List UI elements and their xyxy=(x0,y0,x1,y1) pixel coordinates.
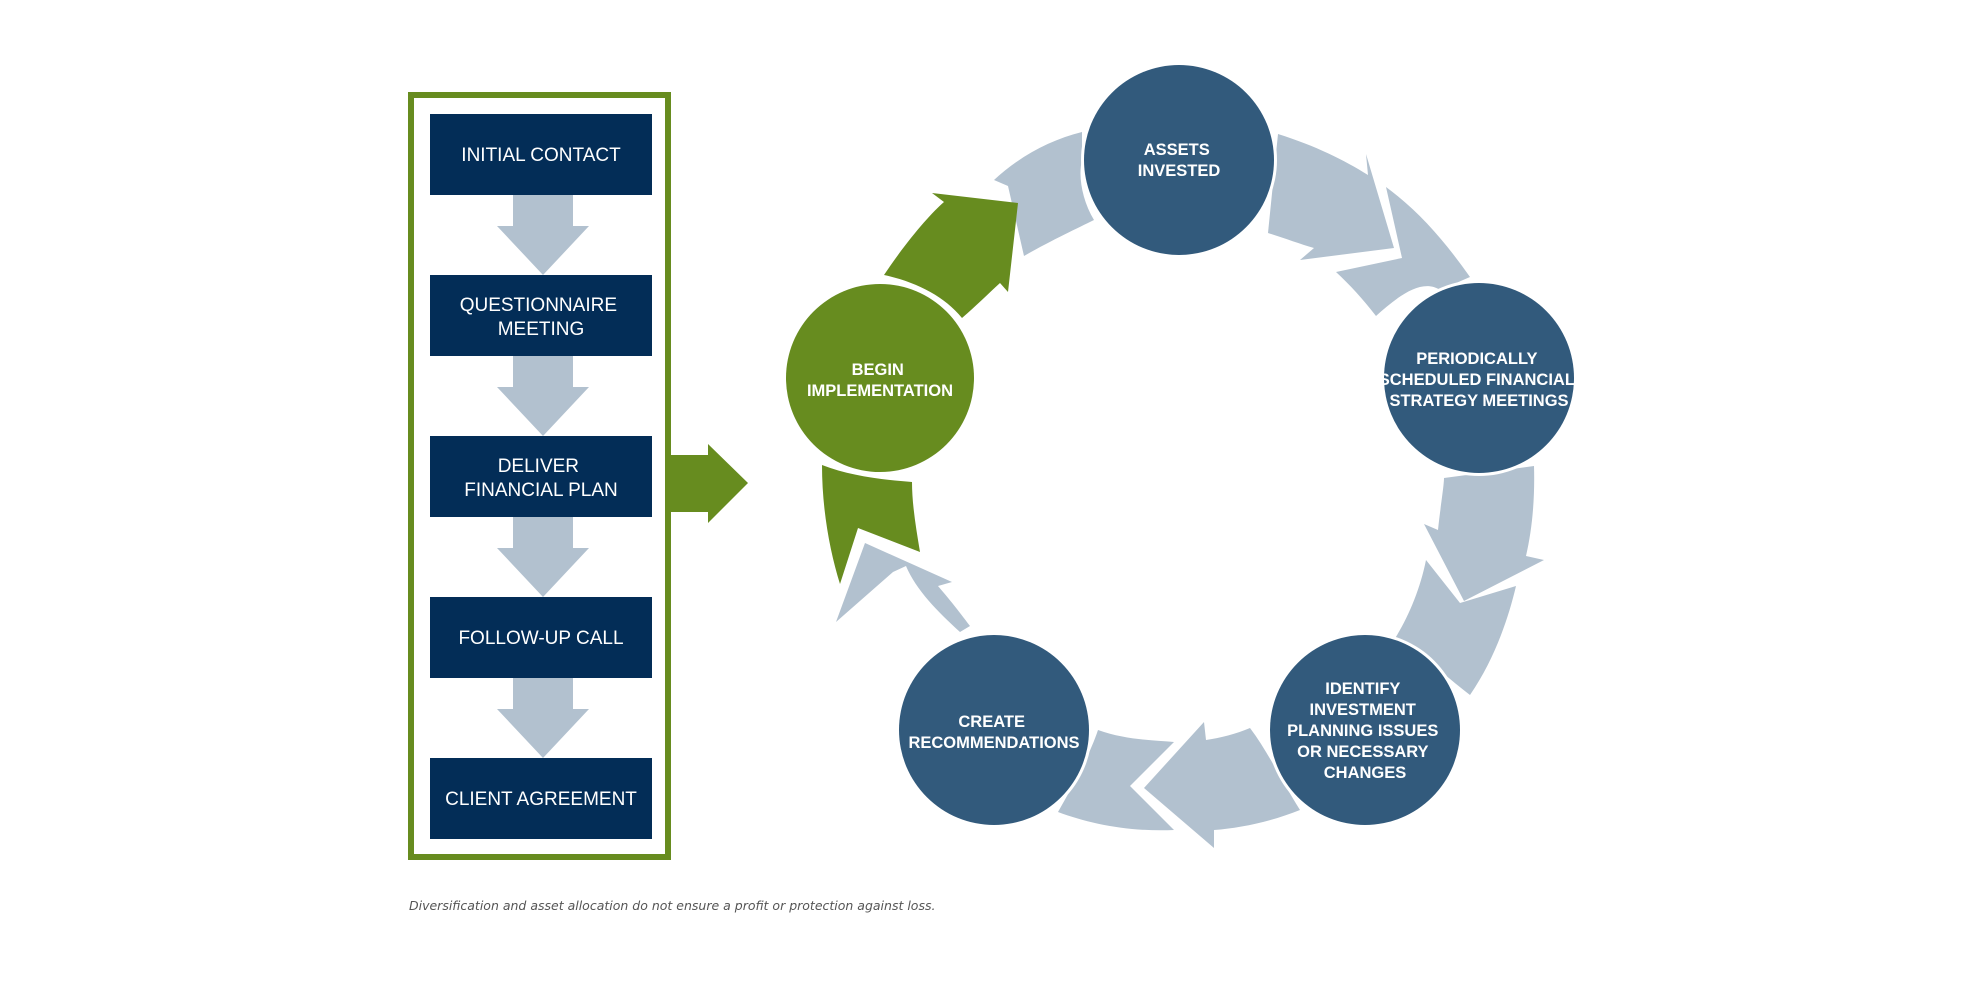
step-labels: INITIAL CONTACT QUESTIONNAIRE MEETING DE… xyxy=(445,145,637,810)
cycle-arrow-assets-to-periodic xyxy=(1268,134,1394,260)
cycle-circles xyxy=(783,62,1577,828)
steps-frame xyxy=(408,92,671,860)
down-arrow-3 xyxy=(497,517,589,597)
circle-identify-issues xyxy=(1270,635,1460,825)
cycle-arrow-to-assets xyxy=(994,132,1094,256)
label-create-recommendations: CREATE RECOMMENDATIONS xyxy=(908,713,1079,752)
step-label-deliver-financial-plan: DELIVER FINANCIAL PLAN xyxy=(464,456,617,501)
step-box-questionnaire-meeting xyxy=(430,275,652,356)
circle-assets-invested xyxy=(1084,65,1274,255)
step-box-follow-up-call xyxy=(430,597,652,678)
cycle-arrow-to-create xyxy=(1058,730,1174,831)
down-arrow-2 xyxy=(497,356,589,436)
green-arrow-up xyxy=(884,193,1018,318)
cycle-arrow-identify-to-create xyxy=(1144,722,1300,848)
circle-periodic-meetings xyxy=(1384,283,1574,473)
step-box-deliver-financial-plan xyxy=(430,436,652,517)
cycle-arrow-to-identify xyxy=(1394,560,1516,695)
down-arrow-4 xyxy=(497,678,589,758)
circle-create-recommendations xyxy=(899,635,1089,825)
step-label-client-agreement: CLIENT AGREEMENT xyxy=(445,789,637,810)
down-arrows xyxy=(497,195,589,758)
label-identify-issues: IDENTIFY INVESTMENT PLANNING ISSUES OR N… xyxy=(1287,680,1443,782)
transition-arrow xyxy=(671,444,748,523)
step-label-questionnaire-meeting: QUESTIONNAIRE MEETING xyxy=(460,295,623,340)
cycle-arrow-to-periodic xyxy=(1336,187,1470,316)
circle-begin-implementation-fill xyxy=(786,284,974,472)
green-cycle-arrows xyxy=(822,193,1018,584)
cycle-arrows xyxy=(836,132,1544,848)
disclaimer-text: Diversification and asset allocation do … xyxy=(409,898,936,913)
step-boxes xyxy=(430,114,652,839)
label-assets-invested: ASSETS INVESTED xyxy=(1138,141,1221,180)
step-box-initial-contact xyxy=(430,114,652,195)
cycle-labels: BEGIN IMPLEMENTATION ASSETS INVESTED PER… xyxy=(807,141,1579,782)
step-label-initial-contact: INITIAL CONTACT xyxy=(461,145,621,166)
cycle-arrow-periodic-to-identify xyxy=(1424,466,1544,601)
green-arrow-down xyxy=(822,465,920,584)
cycle-arrow-create-to-begin xyxy=(836,543,970,632)
label-periodic-meetings: PERIODICALLY SCHEDULED FINANCIAL STRATEG… xyxy=(1379,350,1579,410)
step-label-follow-up-call: FOLLOW-UP CALL xyxy=(458,628,623,649)
down-arrow-1 xyxy=(497,195,589,275)
label-begin-implementation: BEGIN IMPLEMENTATION xyxy=(807,361,953,400)
step-box-client-agreement xyxy=(430,758,652,839)
